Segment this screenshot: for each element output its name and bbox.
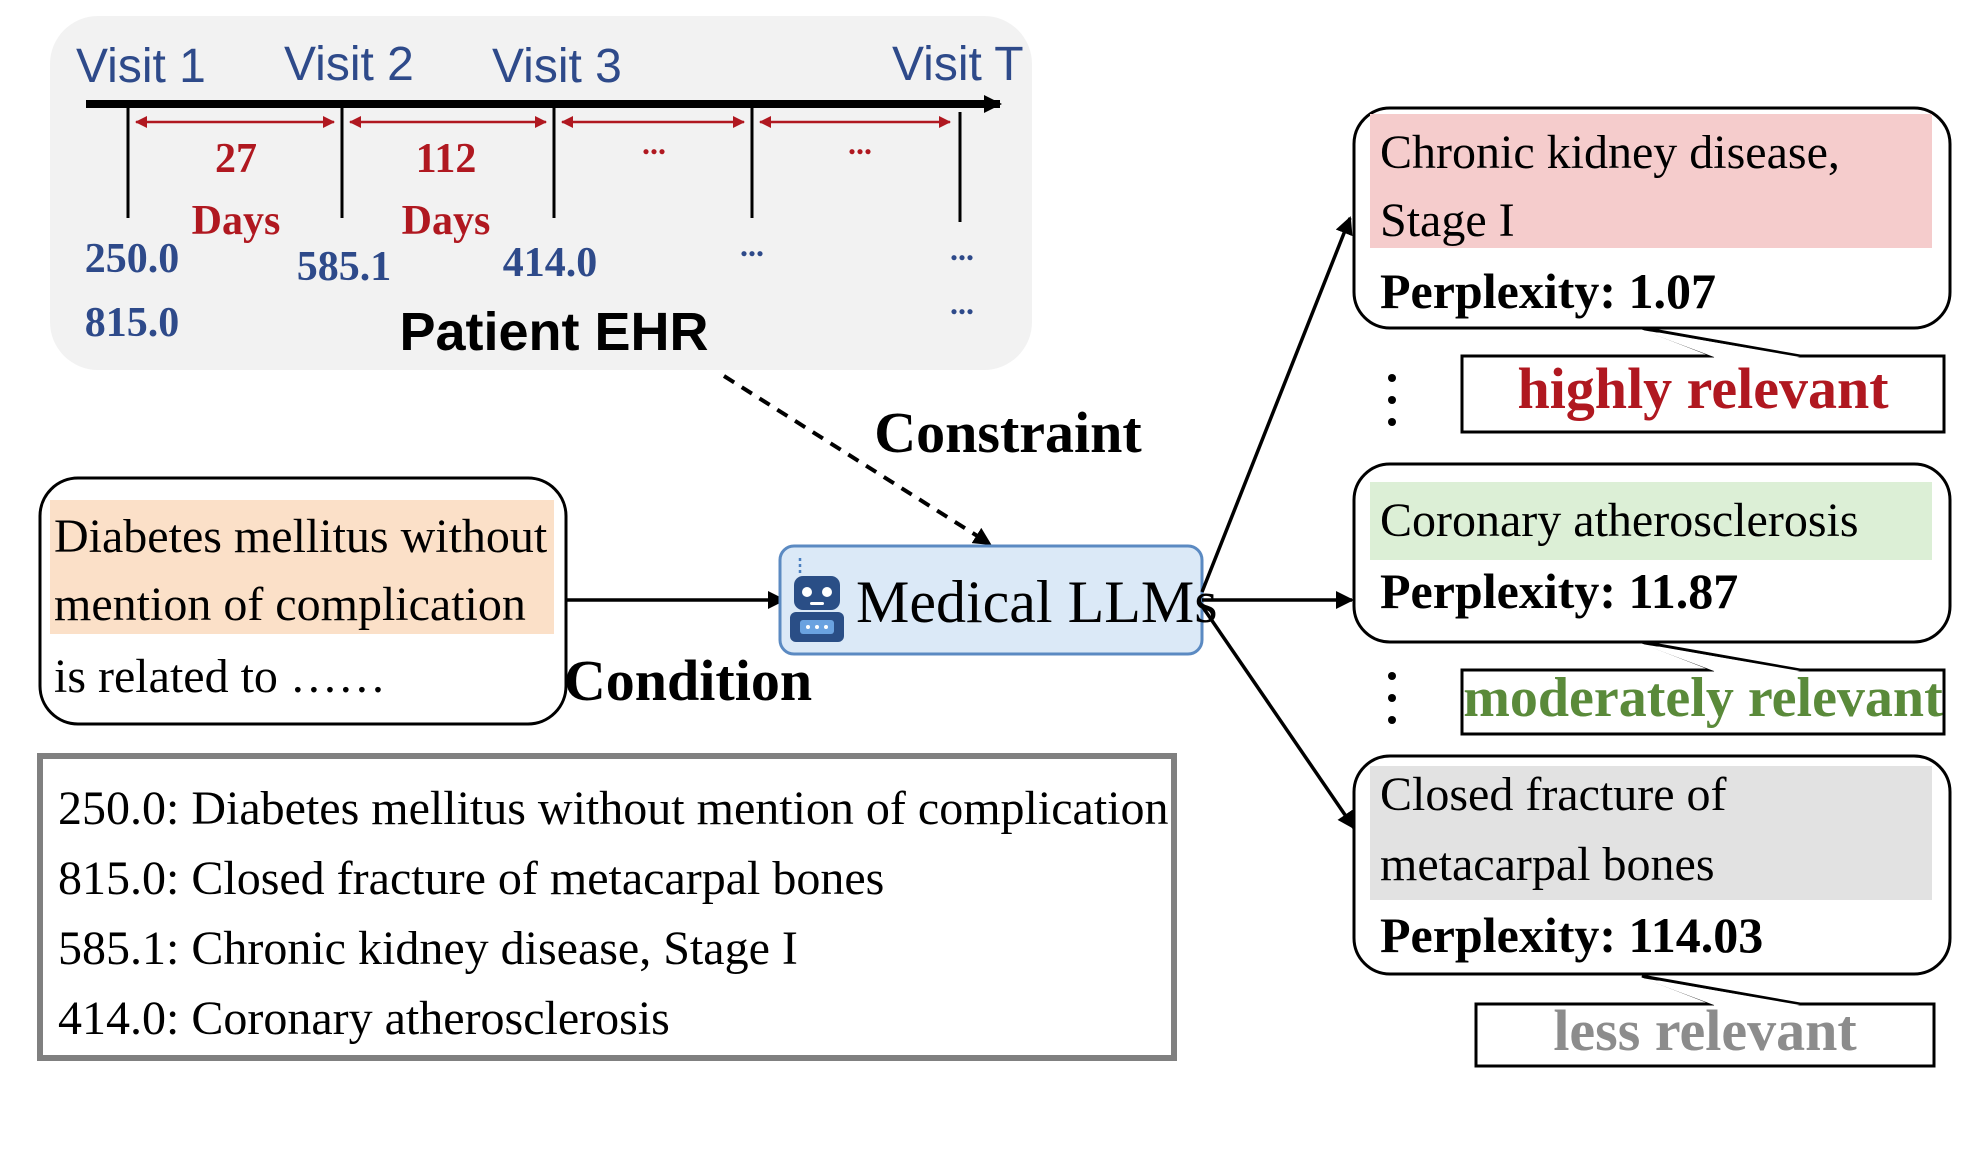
- robot-icon: [790, 558, 844, 642]
- output-1-line-2: Stage I: [1380, 194, 1515, 247]
- prompt-line-2: mention of complication: [54, 578, 526, 631]
- output-2-line-1: Coronary atherosclerosis: [1380, 494, 1859, 547]
- ehr-title: Patient EHR: [399, 302, 708, 362]
- output-3-line-2: metacarpal bones: [1380, 838, 1715, 891]
- medical-llm-box: Medical LLMs: [778, 544, 1218, 656]
- interval-4-ellipsis: ...: [848, 125, 872, 161]
- output-1-highlight: [1370, 114, 1932, 248]
- constraint-arrow: [722, 374, 992, 546]
- code-visit5-b: ...: [950, 285, 974, 321]
- code-visit2: 585.1: [297, 244, 392, 290]
- output-2-highlight: [1370, 482, 1932, 560]
- output-2-perplexity: Perplexity: 11.87: [1380, 563, 1738, 619]
- prompt-line-3: is related to ……: [54, 650, 386, 703]
- legend-line-4: 414.0: Coronary atherosclerosis: [58, 992, 670, 1045]
- output-3-perplexity: Perplexity: 114.03: [1380, 907, 1763, 963]
- prompt-line-1: Diabetes mellitus without: [54, 510, 548, 563]
- code-legend-box: 250.0: Diabetes mellitus without mention…: [37, 753, 1177, 1061]
- output-1-perplexity: Perplexity: 1.07: [1380, 263, 1716, 319]
- output-3-line-1: Closed fracture of: [1380, 768, 1727, 821]
- condition-label: Condition: [564, 648, 812, 713]
- callout-1-notch-mask: [1642, 330, 1800, 357]
- relevance-callout-1: highly relevant: [1460, 326, 1946, 434]
- interval-1-unit: Days: [192, 198, 281, 244]
- output-3-highlight: [1370, 766, 1932, 900]
- code-visit4: ...: [740, 227, 764, 263]
- visit-label-t: Visit T: [892, 38, 1024, 91]
- prompt-box: Diabetes mellitus without mention of com…: [38, 476, 568, 726]
- callout-2-notch-mask: [1642, 644, 1800, 671]
- visit-label-1: Visit 1: [76, 40, 206, 93]
- relevance-label-3: less relevant: [1553, 998, 1857, 1063]
- interval-3-ellipsis: ...: [642, 125, 666, 161]
- interval-2-value: 112: [416, 136, 477, 182]
- output-1-line-1: Chronic kidney disease,: [1380, 126, 1840, 179]
- patient-ehr-panel: Visit 1 Visit 2 Visit 3 Visit T 27 Days …: [50, 16, 1032, 370]
- code-visit3: 414.0: [503, 240, 598, 286]
- prompt-highlight: [50, 500, 554, 634]
- relevance-label-2: moderately relevant: [1463, 667, 1943, 729]
- output-arrow-1: [1200, 216, 1353, 593]
- visit-label-3: Visit 3: [492, 40, 622, 93]
- legend-line-3: 585.1: Chronic kidney disease, Stage I: [58, 922, 798, 975]
- interval-1-value: 27: [215, 136, 257, 182]
- code-visit1-b: 815.0: [85, 300, 180, 346]
- interval-2-unit: Days: [402, 198, 491, 244]
- vertical-ellipsis-2: [1388, 672, 1396, 724]
- relevance-label-1: highly relevant: [1517, 356, 1889, 421]
- legend-line-2: 815.0: Closed fracture of metacarpal bon…: [58, 852, 884, 905]
- legend-frame: [37, 753, 1177, 1061]
- visit-label-2: Visit 2: [284, 38, 414, 91]
- output-card-1: Chronic kidney disease, Stage I Perplexi…: [1352, 106, 1952, 330]
- code-visit5-a: ...: [950, 231, 974, 267]
- relevance-callout-3: less relevant: [1474, 974, 1936, 1068]
- output-card-3: Closed fracture of metacarpal bones Perp…: [1352, 754, 1952, 976]
- vertical-ellipsis-1: [1388, 374, 1396, 426]
- llm-label: Medical LLMs: [856, 569, 1218, 635]
- output-card-2: Coronary atherosclerosis Perplexity: 11.…: [1352, 462, 1952, 644]
- output-arrow-3: [1200, 605, 1356, 830]
- callout-3-notch-mask: [1642, 978, 1800, 1005]
- constraint-label: Constraint: [874, 400, 1142, 465]
- code-visit1-a: 250.0: [85, 236, 180, 282]
- legend-line-1: 250.0: Diabetes mellitus without mention…: [58, 782, 1169, 835]
- relevance-callout-2: moderately relevant: [1460, 640, 1946, 736]
